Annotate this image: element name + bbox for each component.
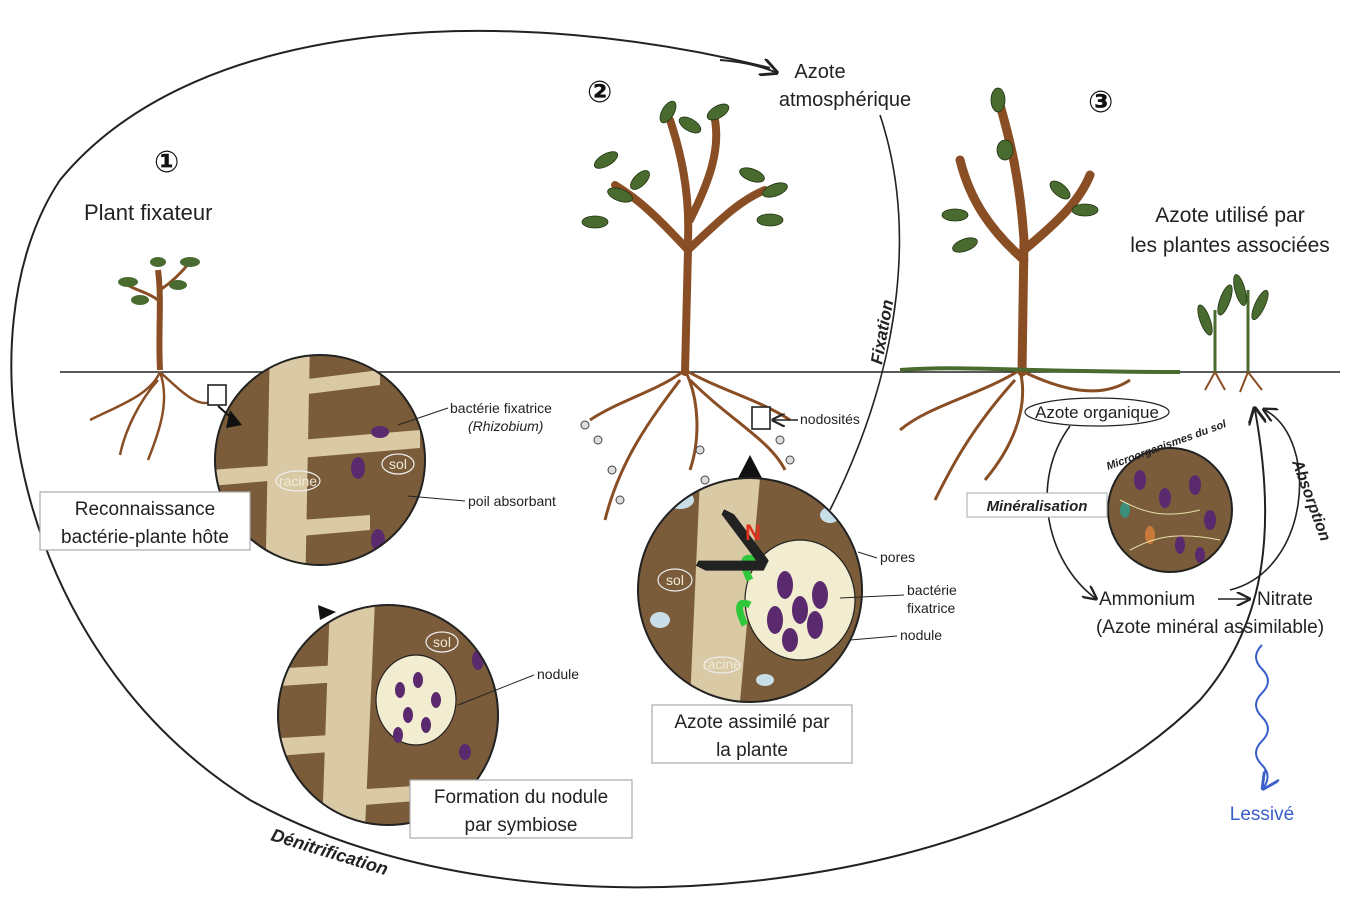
bacteria-label-line2: (Rhizobium): [468, 418, 543, 434]
assimilated-line1: Azote assimilé par: [674, 712, 830, 733]
recognition-line2: bactérie-plante hôte: [61, 527, 229, 548]
assimilated-line2: la plante: [716, 740, 788, 761]
root-label-3: racine: [703, 656, 741, 672]
stage-2-number: ②: [587, 75, 612, 110]
atmospheric-nitrogen-line1: Azote: [794, 61, 845, 83]
associated-plants: [1195, 273, 1271, 392]
bacteria-label-line1: bactérie fixatrice: [450, 400, 552, 416]
root-hair-label: poil absorbant: [468, 493, 556, 509]
stage2-bacteria-line1: bactérie: [907, 582, 957, 598]
soil-label-1: sol: [389, 456, 407, 472]
mineral-nitrogen-label: (Azote minéral assimilable): [1096, 617, 1324, 638]
soil-label-2: sol: [433, 634, 451, 650]
leached-label: Lessivé: [1230, 804, 1294, 825]
zoom-arrow-3: [737, 455, 763, 480]
formation-line1: Formation du nodule: [434, 787, 608, 808]
atmospheric-nitrogen-line2: atmosphérique: [779, 89, 911, 111]
denitrification-label: Dénitrification: [269, 825, 391, 880]
zoom-arrow-2: [318, 605, 336, 620]
used-nitrogen-line1: Azote utilisé par: [1155, 204, 1304, 227]
soil-label-3: sol: [666, 572, 684, 588]
stage-1-number: ①: [154, 145, 179, 180]
leaching-arrow: [1256, 645, 1268, 787]
organic-nitrogen-label: Azote organique: [1035, 403, 1159, 422]
mineralisation-label: Minéralisation: [987, 498, 1088, 515]
assimilation-zoom-circle: sol racine: [638, 478, 862, 702]
nodosites-label: nodosités: [800, 411, 860, 427]
nodule-label-1: nodule: [537, 666, 579, 682]
pores-label: pores: [880, 549, 915, 565]
nitrate-label: Nitrate: [1257, 589, 1313, 610]
stage2-nodule-label: nodule: [900, 627, 942, 643]
stage-1-title: Plant fixateur: [84, 200, 212, 225]
recognition-line1: Reconnaissance: [75, 499, 215, 520]
stage-3-number: ③: [1088, 85, 1113, 120]
used-nitrogen-line2: les plantes associées: [1130, 234, 1330, 257]
stage2-bacteria-line2: fixatrice: [907, 600, 955, 616]
plant-2-tree: [581, 99, 794, 520]
fixation-label: Fixation: [867, 298, 897, 365]
plant-1-illustration: [90, 257, 226, 460]
microorganisms-circle: [1108, 448, 1232, 572]
nitrogen-letter: N: [745, 520, 761, 545]
plant-3-tree: [900, 88, 1180, 500]
absorption-label: Absorption: [1288, 457, 1334, 544]
formation-line2: par symbiose: [465, 815, 578, 836]
root-label-1: racine: [279, 473, 317, 489]
recognition-zoom-circle: racine sol: [210, 340, 425, 600]
ammonium-label: Ammonium: [1099, 589, 1195, 610]
outer-cycle-arc: [11, 31, 1265, 887]
